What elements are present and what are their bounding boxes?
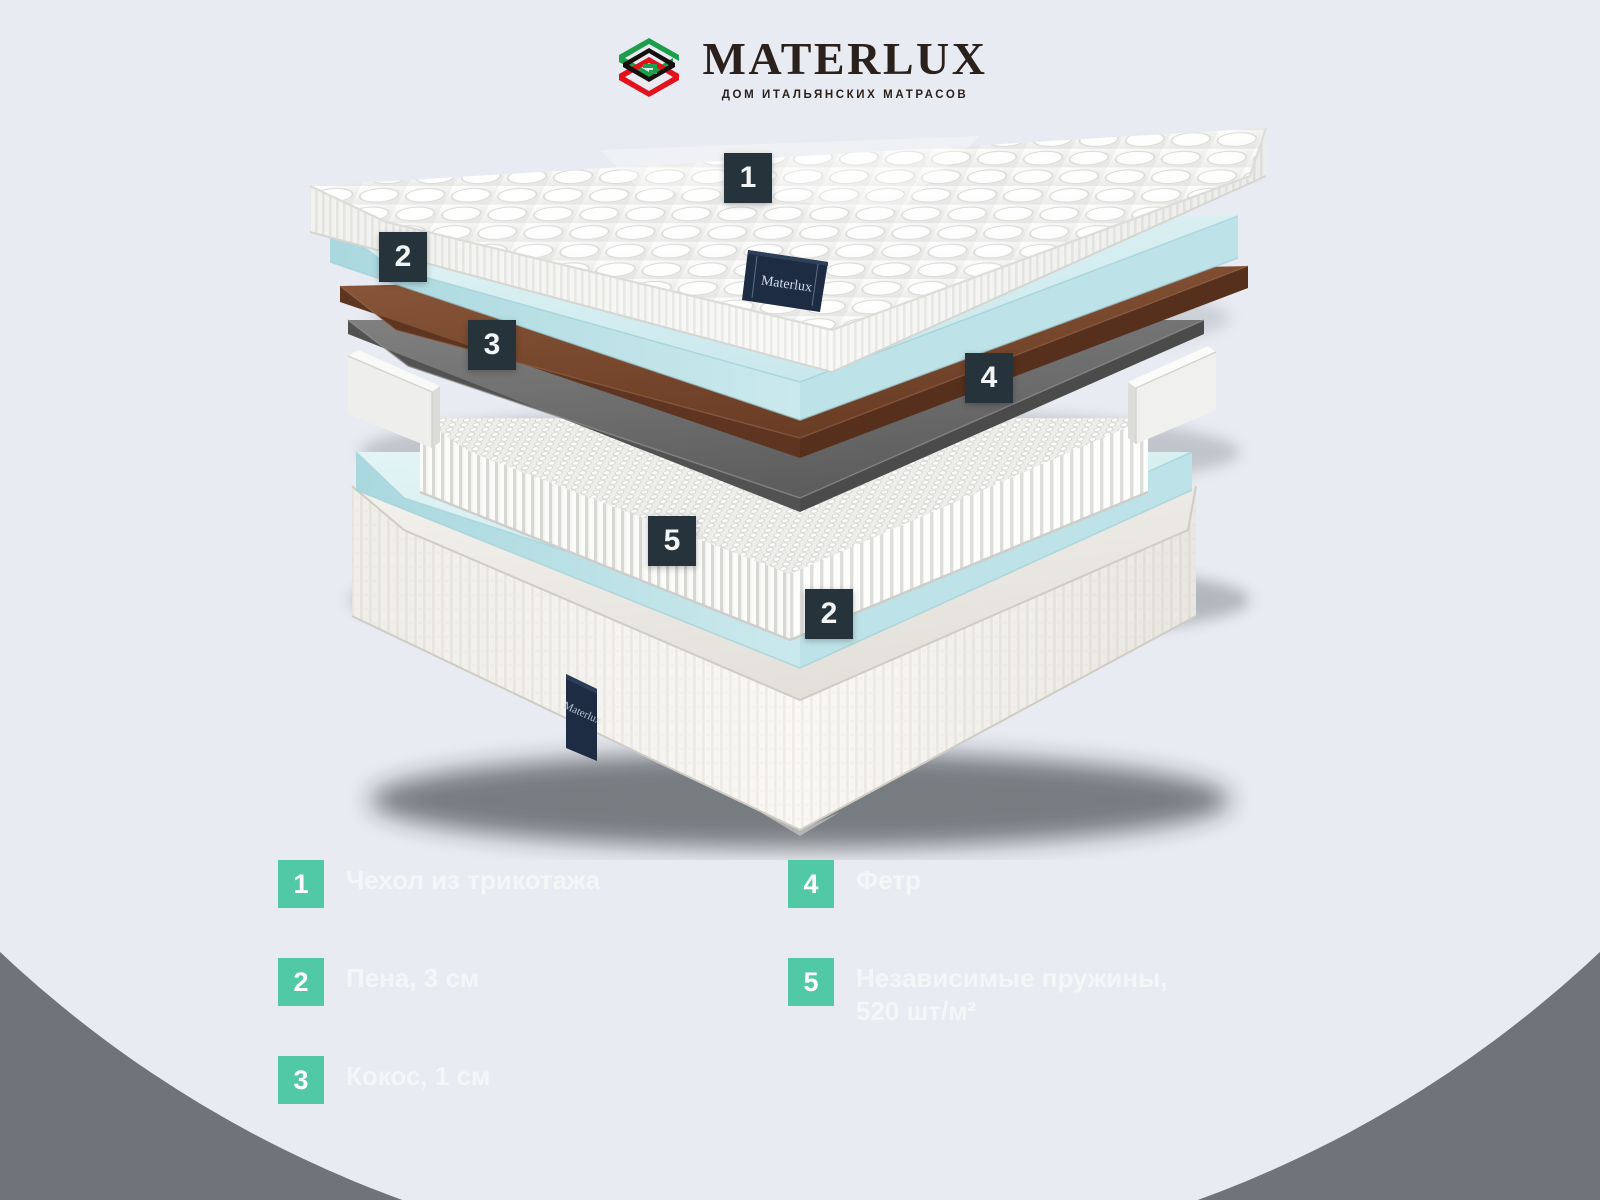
- legend-label-3: Кокос, 1 см: [346, 1061, 491, 1091]
- legend-label-4: Фетр: [856, 865, 921, 895]
- legend-item-3: 3 Кокос, 1 см: [278, 1052, 788, 1150]
- legend-number-1: 1: [278, 860, 324, 908]
- legend-item-2: 2 Пена, 3 см: [278, 954, 788, 1052]
- legend-item-1: 1 Чехол из трикотажа: [278, 856, 788, 954]
- mattress-exploded-illustration: Materlux: [309, 127, 1268, 848]
- legend-label-5: Независимые пружины, 520 шт/м²: [856, 963, 1168, 1027]
- legend-item-4: 4 Фетр: [788, 856, 1298, 954]
- legend-label-1: Чехол из трикотажа: [346, 865, 601, 895]
- spring-side-support-left: [347, 350, 440, 448]
- legend-empty-slot: [788, 1052, 1298, 1150]
- brand-logo: MATERLUX ДОМ ИТАЛЬЯНСКИХ МАТРАСОВ: [0, 34, 1600, 102]
- legend-number-5: 5: [788, 958, 834, 1006]
- brand-tagline: ДОМ ИТАЛЬЯНСКИХ МАТРАСОВ: [721, 88, 969, 101]
- layer-knit-cover: Materlux: [309, 127, 1268, 374]
- brand-name: MATERLUX: [702, 32, 988, 84]
- legend-label-2: Пена, 3 см: [346, 963, 480, 993]
- callout-badge-3: 3: [468, 320, 516, 370]
- callout-badge-4: 4: [965, 353, 1013, 403]
- legend-number-2: 2: [278, 958, 324, 1006]
- materlux-hexagon-logo-icon: [613, 34, 685, 102]
- legend-number-4: 4: [788, 860, 834, 908]
- legend-list: 1 Чехол из трикотажа 4 Фетр 2 Пена, 3 см…: [278, 856, 1338, 1150]
- mattress-side-label-tag: Materlux: [561, 674, 604, 761]
- spring-side-support-right: [1128, 346, 1217, 444]
- svg-text:Materlux: Materlux: [760, 274, 813, 296]
- legend-item-5: 5 Независимые пружины, 520 шт/м²: [788, 954, 1298, 1052]
- brand-wordmark: MATERLUX ДОМ ИТАЛЬЯНСКИХ МАТРАСОВ: [702, 32, 988, 101]
- callout-badge-5: 5: [648, 516, 696, 566]
- legend-number-3: 3: [278, 1056, 324, 1104]
- callout-badge-2-bottom: 2: [805, 589, 853, 639]
- callout-badge-2-top: 2: [379, 232, 427, 282]
- cover-label-tag: Materlux: [742, 250, 828, 312]
- callout-badge-1: 1: [724, 153, 772, 203]
